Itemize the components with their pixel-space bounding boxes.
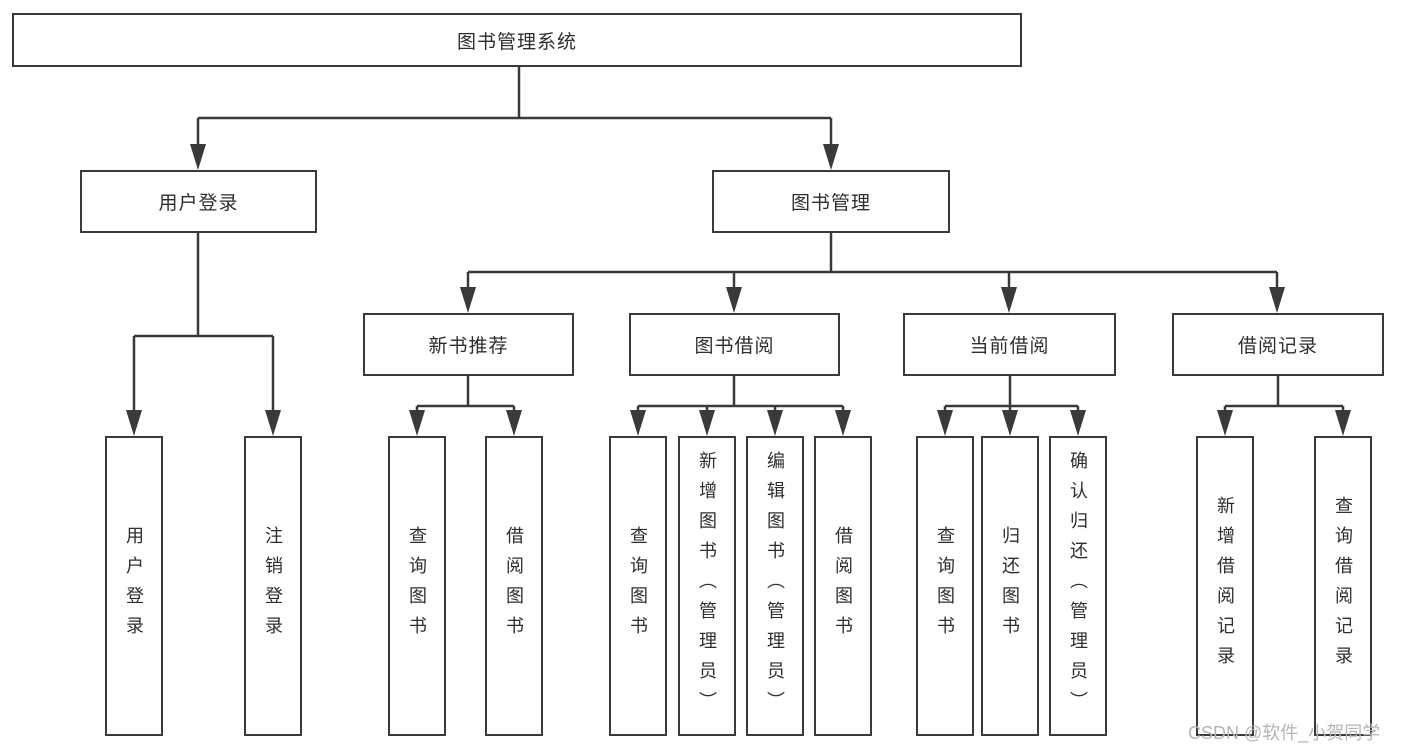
leaf-add-book: 新增图书（管理员） xyxy=(678,436,736,736)
leaf-user-login: 用户登录 xyxy=(105,436,163,736)
wire-root-to-level2 xyxy=(196,67,833,152)
watermark: CSDN @软件_小贺同学 xyxy=(1188,723,1381,743)
leaf-query-book-1: 查询图书 xyxy=(388,436,446,736)
node-user-login: 用户登录 xyxy=(80,170,317,233)
node-new-book-recommend-label: 新书推荐 xyxy=(428,336,509,357)
leaf-query-book-2-label: 查询图书 xyxy=(628,526,648,646)
leaf-add-record-label: 新增借阅记录 xyxy=(1215,496,1235,676)
node-book-borrow: 图书借阅 xyxy=(629,313,840,376)
node-borrow-records-label: 借阅记录 xyxy=(1237,336,1318,357)
leaf-add-record: 新增借阅记录 xyxy=(1196,436,1254,736)
leaf-add-book-label: 新增图书（管理员） xyxy=(697,451,717,721)
node-book-management: 图书管理 xyxy=(712,170,950,233)
wire-bookmgmt-to-level3 xyxy=(466,233,1279,295)
node-current-borrow-label: 当前借阅 xyxy=(969,336,1050,357)
node-borrow-records: 借阅记录 xyxy=(1172,313,1384,376)
wire-borrow-to-leaves xyxy=(636,376,845,418)
leaf-edit-book: 编辑图书（管理员） xyxy=(746,436,804,736)
leaf-query-book-1-label: 查询图书 xyxy=(407,526,427,646)
node-new-book-recommend: 新书推荐 xyxy=(363,313,574,376)
leaf-return-book-label: 归还图书 xyxy=(1000,526,1020,646)
leaf-edit-book-label: 编辑图书（管理员） xyxy=(765,451,785,721)
wire-records-to-leaves xyxy=(1223,376,1345,418)
leaf-borrow-book-1-label: 借阅图书 xyxy=(504,526,524,646)
leaf-query-book-3: 查询图书 xyxy=(916,436,974,736)
node-book-borrow-label: 图书借阅 xyxy=(694,336,775,357)
leaf-query-record: 查询借阅记录 xyxy=(1314,436,1372,736)
leaf-borrow-book-2: 借阅图书 xyxy=(814,436,872,736)
node-current-borrow: 当前借阅 xyxy=(903,313,1116,376)
leaf-logout-label: 注销登录 xyxy=(263,526,283,646)
node-root: 图书管理系统 xyxy=(12,13,1022,67)
leaf-user-login-label: 用户登录 xyxy=(124,526,144,646)
leaf-confirm-return-label: 确认归还（管理员） xyxy=(1068,451,1088,721)
leaf-query-book-3-label: 查询图书 xyxy=(935,526,955,646)
node-root-label: 图书管理系统 xyxy=(456,31,577,53)
wire-newrec-to-leaves xyxy=(415,376,516,418)
node-user-login-label: 用户登录 xyxy=(158,193,239,214)
leaf-confirm-return: 确认归还（管理员） xyxy=(1049,436,1107,736)
arrowheads xyxy=(126,144,1351,436)
leaf-logout: 注销登录 xyxy=(244,436,302,736)
leaf-query-book-2: 查询图书 xyxy=(609,436,667,736)
leaf-borrow-book-1: 借阅图书 xyxy=(485,436,543,736)
wire-userlogin-to-leaves xyxy=(132,233,275,418)
node-book-management-label: 图书管理 xyxy=(790,193,871,214)
leaf-borrow-book-2-label: 借阅图书 xyxy=(833,526,853,646)
leaf-return-book: 归还图书 xyxy=(981,436,1039,736)
leaf-query-record-label: 查询借阅记录 xyxy=(1333,496,1353,676)
